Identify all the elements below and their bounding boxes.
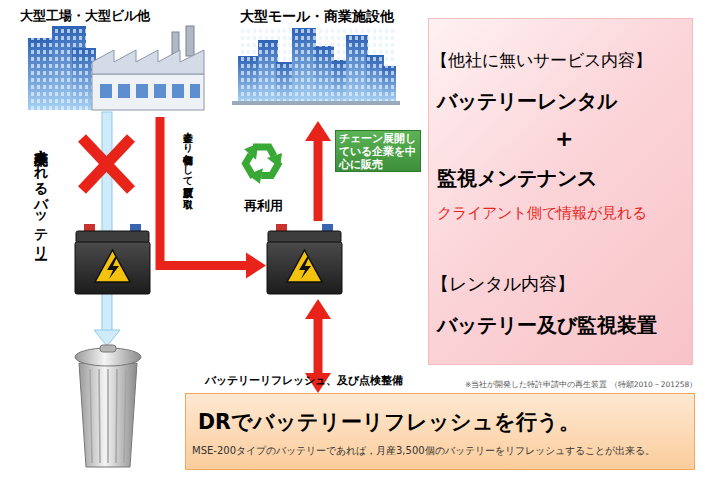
service-note: クライアント側で情報が見れる (437, 205, 647, 222)
service-item: バッテリーレンタル (437, 90, 617, 113)
can-handle (100, 345, 116, 352)
edge-label: バッテリーリフレッシュ、及び点検整備 (205, 375, 403, 388)
can-rib (124, 369, 126, 463)
ground (232, 101, 400, 105)
can-rib (90, 369, 92, 463)
can-body (79, 363, 137, 467)
flow-arrow (160, 117, 266, 278)
group-heading: 大型工場・大型ビル他 (20, 9, 150, 23)
factory-window (190, 84, 200, 98)
cross-stroke (82, 138, 131, 190)
factory-group: 大型工場・大型ビル他 (15, 5, 215, 117)
panel-heading: 【レンタル内容】 (431, 274, 575, 295)
factory-window (172, 84, 184, 98)
chimney (186, 26, 194, 56)
flow-arrow (305, 121, 331, 221)
recycle-arrow-body (261, 157, 279, 180)
arrow-shaft (314, 139, 323, 221)
discard-arrow-head (94, 330, 120, 346)
arrow-shaft (314, 317, 323, 375)
cross-mark (82, 138, 131, 190)
reuse-label: 再利用 (244, 199, 283, 214)
mall-group: 大型モール・商業施設他 (228, 5, 403, 121)
service-item: 監視メンテナンス (437, 167, 597, 190)
factory-window (154, 84, 166, 98)
trash-can (75, 345, 141, 467)
factory-window (118, 84, 130, 98)
service-panel: 【他社に無いサービス内容】バッテリーレンタル + 監視メンテナンスクライアント側で情… (428, 18, 693, 365)
factory-window (100, 84, 112, 98)
discard-label: 本来廃棄されるバッテリー (33, 140, 49, 315)
refresh-title: DRでバッテリーリフレッシュを行う。 (198, 411, 580, 435)
reused-battery (267, 224, 342, 294)
sales-text: チェーン展開している企業を中心に販売 (339, 133, 419, 172)
recycle-arrow-head (244, 142, 264, 162)
refresh-note: MSE-200タイプのバッテリーであれば，月産3,500個のバッテリーをリフレッ… (192, 445, 655, 457)
factory-window (136, 84, 148, 98)
plus-sign: + (555, 126, 573, 151)
building-windows (238, 28, 396, 102)
arrow-head (305, 121, 331, 141)
group-heading: 大型モール・商業施設他 (240, 9, 394, 25)
sales-box: チェーン展開している企業を中心に販売 (335, 130, 421, 172)
arrow-head (246, 252, 266, 278)
recycle-symbol (239, 142, 282, 187)
can-rib (107, 369, 109, 463)
edge-label: 企業より有価物として買取及び引取 (181, 125, 194, 227)
arrow-head (305, 299, 331, 319)
mall-illustration (232, 28, 400, 105)
can-rib (116, 369, 117, 463)
factory-illustration (28, 26, 204, 110)
discarded-battery (75, 224, 150, 294)
discard-arrow-shaft (102, 112, 112, 332)
factory-body (92, 74, 204, 110)
cross-stroke (82, 138, 131, 190)
patent-note: ※当社が開発した特許申請中の再生装置 （特願2010－201258） (465, 381, 697, 390)
panel-heading: 【他社に無いサービス内容】 (431, 51, 652, 71)
recycle-arrow (239, 142, 272, 178)
rental-item: バッテリー及び監視装置 (437, 315, 657, 337)
reused-battery-node: 再利用 (266, 221, 342, 299)
recycle-arrow-body (243, 155, 261, 178)
refresh-box: DRでバッテリーリフレッシュを行う。 MSE-200タイプのバッテリーであれば，月… (185, 393, 695, 470)
arrow-shaft (160, 117, 248, 265)
factory-roof (92, 50, 204, 74)
can-rib (99, 369, 100, 463)
